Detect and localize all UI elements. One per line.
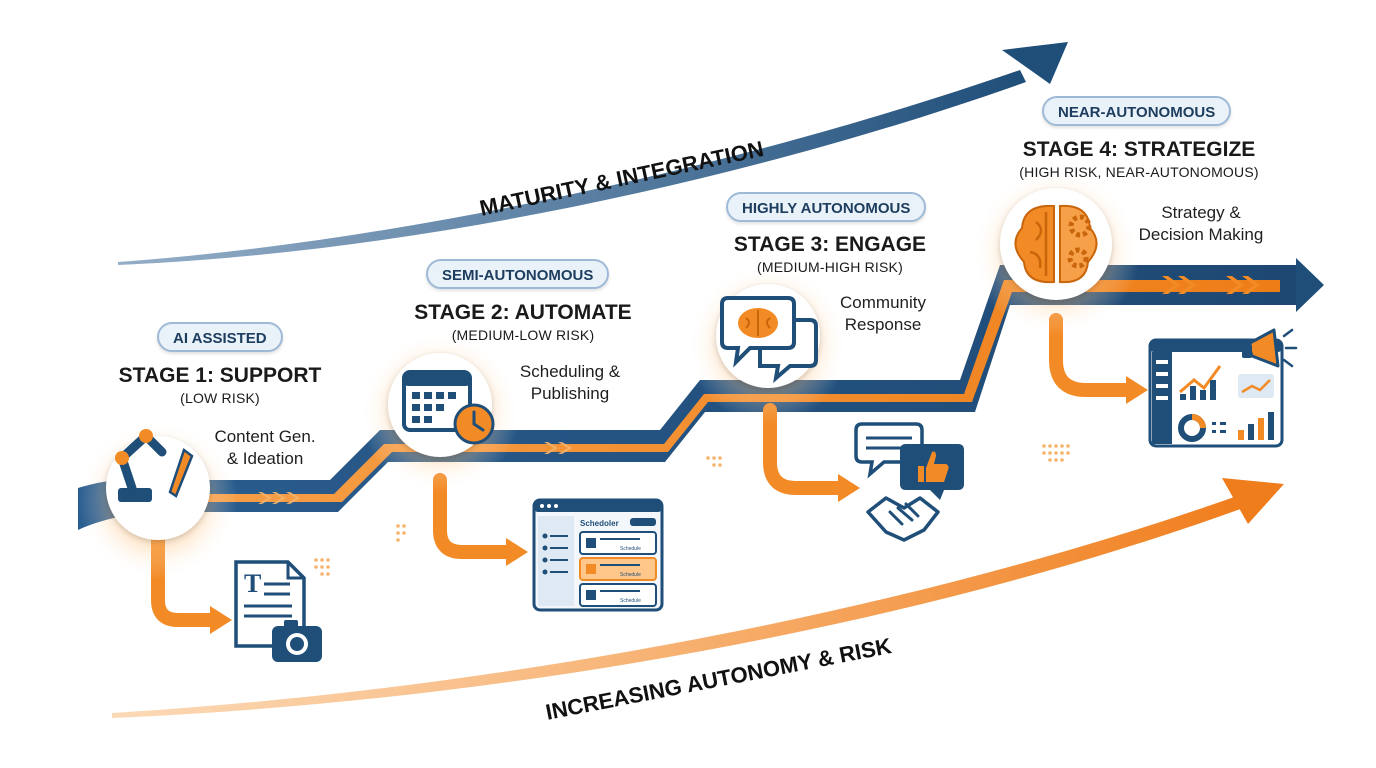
stage-3-risk: (MEDIUM-HIGH RISK) (757, 259, 903, 275)
decorative-dots (314, 444, 1070, 576)
stage-2-risk: (MEDIUM-LOW RISK) (451, 327, 595, 343)
calendar-clock-icon (388, 353, 495, 457)
stage-3-desc: Community Response (818, 292, 948, 336)
maturity-arrow (118, 42, 1068, 265)
autonomy-arrow (112, 478, 1284, 718)
stage-1-desc-line-2: & Ideation (226, 449, 304, 468)
stage-1-desc: Content Gen. & Ideation (200, 426, 330, 470)
stage-4-risk: (HIGH RISK, NEAR-AUTONOMOUS) (1019, 164, 1259, 180)
stage-4-desc-line-2: Decision Making (1138, 225, 1264, 244)
brain-chat-icon (716, 284, 820, 388)
stage-2-title: STAGE 2: AUTOMATE (414, 301, 632, 324)
stage-1-desc-line-1: Content Gen. (214, 427, 316, 446)
stage-2-pill: SEMI-AUTONOMOUS (426, 259, 610, 289)
scheduler-window-icon (532, 498, 664, 612)
stage-3-pill: HIGHLY AUTONOMOUS (726, 192, 927, 222)
scheduler-slot-label-1: Schedule (620, 546, 641, 552)
stage-4-pill: NEAR-AUTONOMOUS (1042, 96, 1232, 126)
brain-gear-icon (1000, 188, 1112, 300)
scheduler-slot-label-2: Schedule (620, 572, 641, 578)
stage-4-desc-line-1: Strategy & (1161, 203, 1241, 222)
stage-2-desc-line-2: Publishing (530, 384, 610, 403)
document-camera-icon: T (234, 560, 322, 662)
stage-3-desc-line-2: Response (844, 315, 922, 334)
stage-3-title: STAGE 3: ENGAGE (733, 233, 927, 256)
stage-2-desc-line-1: Scheduling & (519, 362, 621, 381)
scheduler-window-title: Schedoler (580, 519, 619, 528)
stage-4-desc: Strategy & Decision Making (1118, 202, 1284, 246)
stage-4-title: STAGE 4: STRATEGIZE (1022, 138, 1256, 161)
stage-2-desc: Scheduling & Publishing (500, 361, 640, 405)
feeder-arrows (151, 313, 1148, 634)
stage-1-risk: (LOW RISK) (180, 390, 260, 406)
stage-1-pill: AI ASSISTED (157, 322, 283, 352)
chat-thumbs-handshake-icon (854, 422, 964, 542)
analytics-dashboard-icon (1148, 328, 1298, 448)
stage-3-desc-line-1: Community (840, 293, 926, 312)
stage-1-title: STAGE 1: SUPPORT (118, 364, 322, 387)
scheduler-slot-label-3: Schedule (620, 598, 641, 604)
robot-arm-pen-icon (106, 429, 210, 540)
svg-text:T: T (244, 569, 261, 598)
